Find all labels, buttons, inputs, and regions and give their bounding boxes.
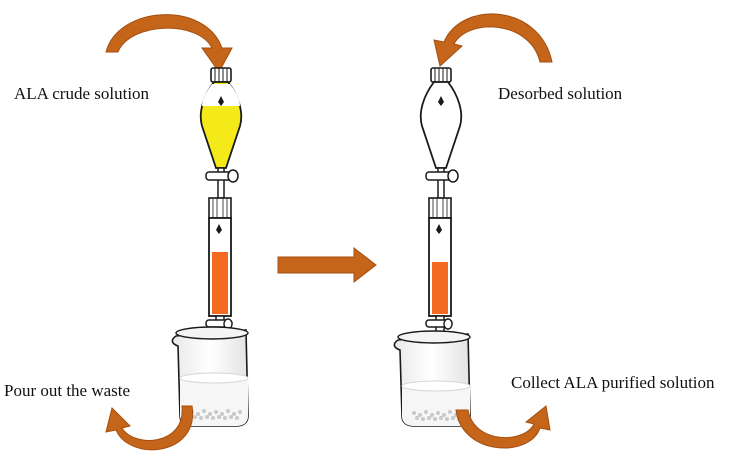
label-pour-waste: Pour out the waste — [4, 381, 131, 400]
curved-arrow-icon — [455, 405, 551, 449]
process-arrow — [277, 246, 377, 284]
label-collect-purified: Collect ALA purified solution — [511, 373, 715, 392]
beaker-left — [171, 326, 249, 427]
column-right — [425, 197, 453, 350]
left-apparatus — [105, 14, 249, 451]
separatory-funnel-left — [199, 67, 243, 199]
curved-arrow-icon — [433, 13, 553, 67]
separatory-funnel-right — [419, 67, 463, 199]
resin-bed — [212, 252, 228, 314]
curved-arrow-icon — [105, 405, 194, 451]
label-crude-solution: ALA crude solution — [14, 84, 150, 103]
right-apparatus — [393, 13, 553, 449]
pebbles-left — [190, 409, 242, 420]
curved-arrow-icon — [105, 14, 233, 73]
label-desorbed-solution: Desorbed solution — [498, 84, 623, 103]
right-arrow-icon — [277, 246, 377, 284]
beaker-right — [393, 330, 471, 427]
funnel-stopper — [210, 67, 232, 83]
